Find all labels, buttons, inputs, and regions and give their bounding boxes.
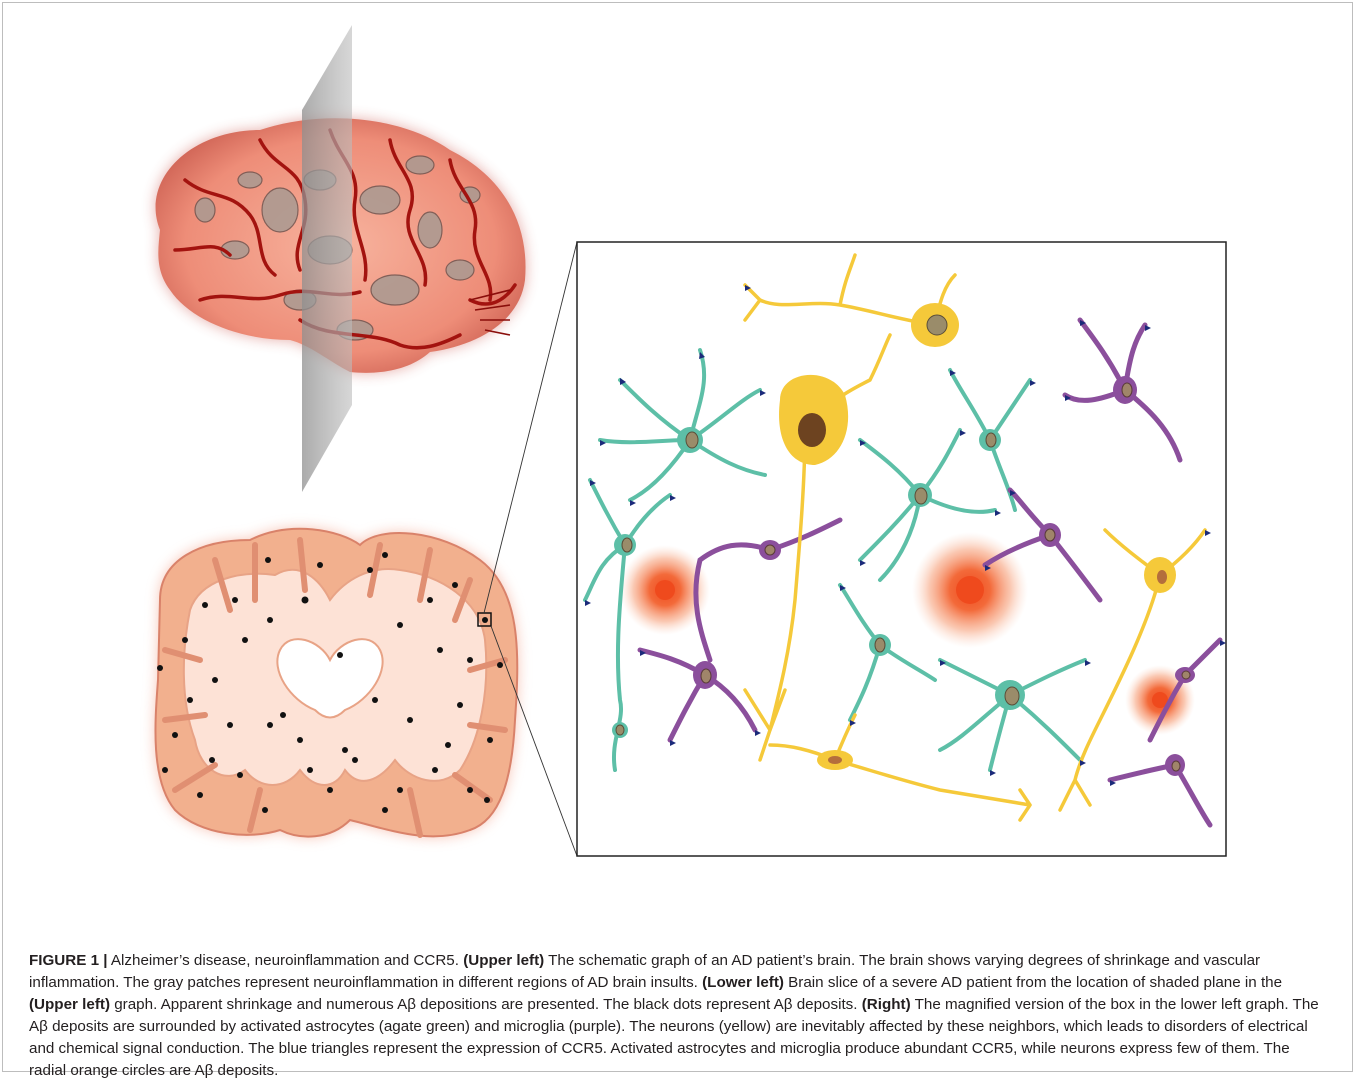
caption-intro: Alzheimer’s disease, neuroinflammation a… xyxy=(108,952,464,969)
caption-right-label: (Right) xyxy=(862,996,911,1013)
caption-lower-left-text-2: graph. Apparent shrinkage and numerous A… xyxy=(110,996,862,1013)
caption-upper-left-ref: (Upper left) xyxy=(29,996,110,1013)
caption-lower-left-label: (Lower left) xyxy=(702,974,784,991)
figure-caption: FIGURE 1 | Alzheimer’s disease, neuroinf… xyxy=(29,950,1329,1082)
brain-coronal-slice xyxy=(155,529,517,837)
shaded-plane xyxy=(302,25,352,492)
caption-figure-label: FIGURE 1 | xyxy=(29,952,108,969)
magnified-panel xyxy=(577,242,1226,856)
figure-illustration xyxy=(0,0,1357,940)
caption-lower-left-text-1: Brain slice of a severe AD patient from … xyxy=(784,974,1282,991)
caption-upper-left-label: (Upper left) xyxy=(463,952,544,969)
